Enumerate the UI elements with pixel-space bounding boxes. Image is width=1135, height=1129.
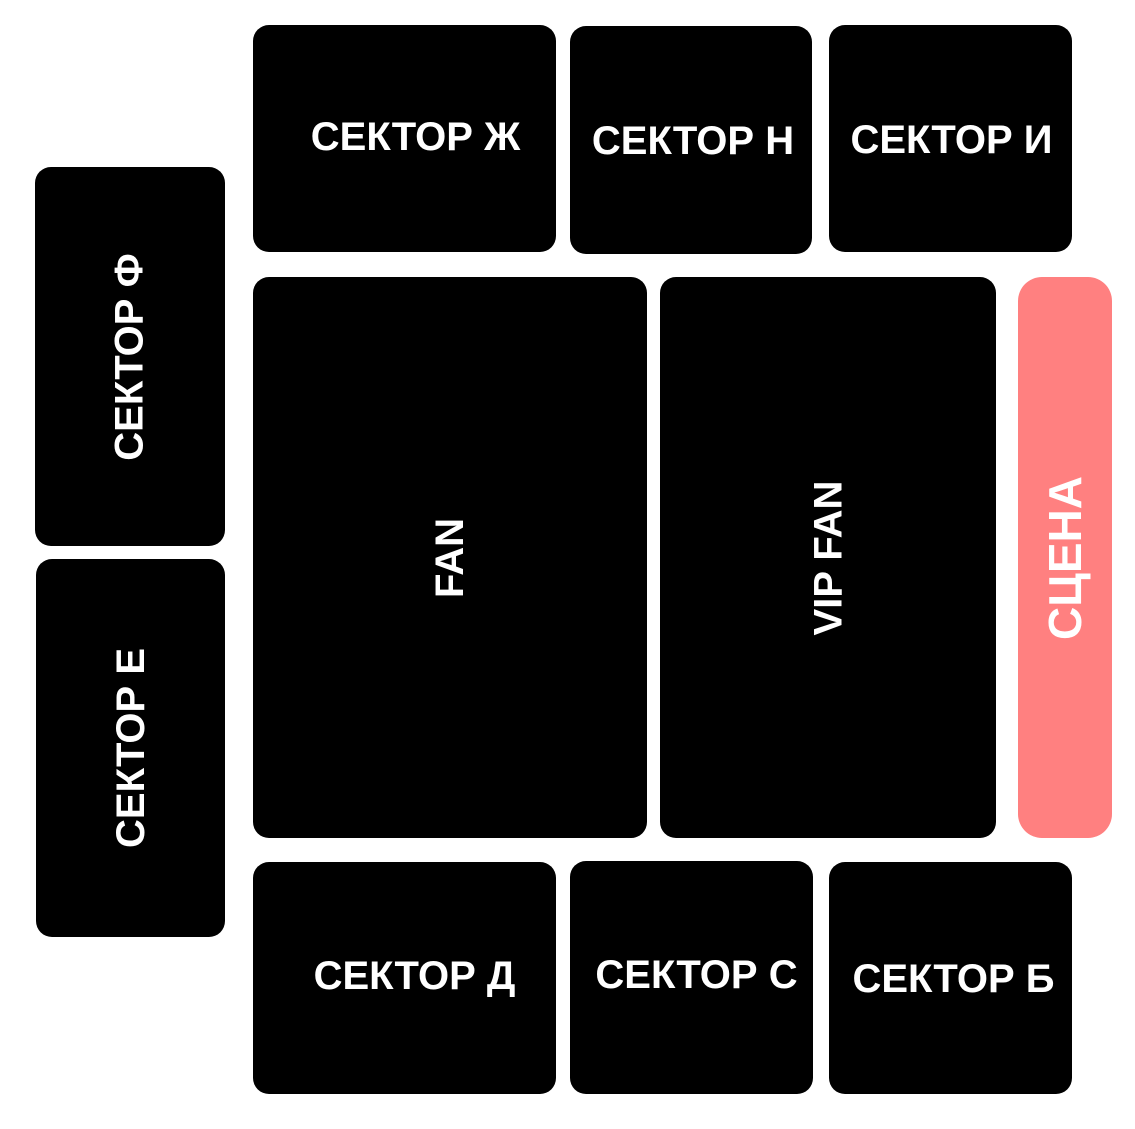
- sector-b[interactable]: СЕКТОР Б: [829, 862, 1072, 1094]
- sector-d[interactable]: СЕКТОР Д: [253, 862, 556, 1094]
- sector-s[interactable]: СЕКТОР С: [570, 861, 813, 1094]
- sector-fan-label: FAN: [428, 517, 472, 598]
- sector-vip-fan[interactable]: VIP FAN: [660, 277, 996, 838]
- sector-n-label: СЕКТОР Н: [591, 119, 795, 163]
- sector-zh[interactable]: СЕКТОР Ж: [253, 25, 556, 252]
- sector-zh-label: СЕКТОР Ж: [310, 114, 521, 159]
- sector-f[interactable]: СЕКТОР Ф: [35, 167, 225, 546]
- sector-i-label: СЕКТОР И: [850, 117, 1053, 162]
- stage: СЦЕНА: [1018, 277, 1112, 838]
- sector-b-label: СЕКТОР Б: [852, 957, 1055, 1001]
- sector-n[interactable]: СЕКТОР Н: [570, 26, 812, 254]
- sector-vip-fan-label: VIP FAN: [806, 480, 850, 635]
- sector-e[interactable]: СЕКТОР Е: [36, 559, 225, 937]
- sector-e-label: СЕКТОР Е: [108, 648, 153, 848]
- sector-i[interactable]: СЕКТОР И: [829, 25, 1072, 252]
- sector-fan[interactable]: FAN: [253, 277, 647, 838]
- sector-d-label: СЕКТОР Д: [313, 954, 516, 998]
- stage-label: СЦЕНА: [1039, 475, 1092, 640]
- sector-f-label: СЕКТОР Ф: [108, 252, 152, 461]
- sector-s-label: СЕКТОР С: [595, 953, 798, 997]
